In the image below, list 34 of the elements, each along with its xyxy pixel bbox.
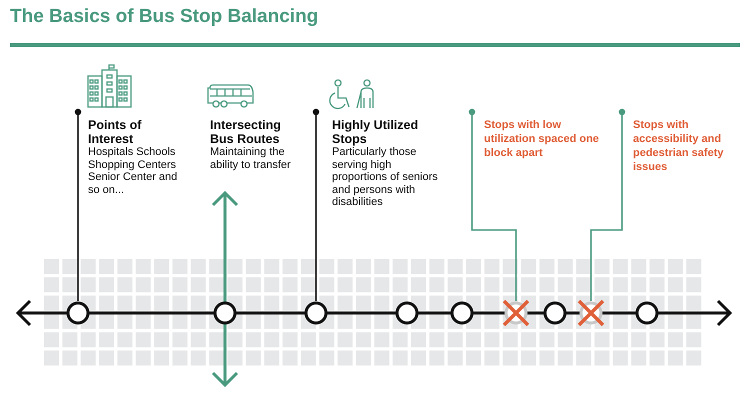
removed-stop-marker	[502, 299, 530, 327]
callout-text: Stops with accessibility and pedestrian safety issues	[633, 118, 725, 174]
arrow	[212, 324, 238, 386]
route-line	[418, 312, 451, 314]
description: Maintaining the ability to transfer	[210, 146, 292, 171]
route-line	[566, 312, 580, 314]
removed-stop-marker	[577, 299, 605, 327]
route-line	[602, 312, 636, 314]
leader-line	[312, 108, 320, 301]
leader-line	[74, 108, 82, 301]
stop-circle	[214, 302, 236, 324]
title: The Basics of Bus Stop Balancing	[10, 6, 318, 28]
heading: Points of Interest	[88, 118, 142, 146]
route-line	[473, 312, 505, 314]
arrow	[658, 300, 732, 326]
description: Particularly those serving high proportions of seniors and persons with disabilities	[332, 146, 439, 208]
route-line	[527, 312, 544, 314]
route-line	[327, 312, 396, 314]
route-line	[89, 312, 214, 314]
stop-circle	[450, 302, 474, 324]
leader-line	[590, 108, 626, 301]
leader-line	[468, 108, 517, 301]
stop-circle	[636, 302, 658, 324]
arrow	[212, 192, 238, 302]
stop-circle	[304, 302, 328, 324]
heading: Intersecting Bus Routes	[210, 118, 282, 146]
callout-text: Stops with low utilization spaced one block apart	[484, 118, 612, 160]
stop-circle	[544, 302, 566, 324]
stop-circle	[396, 302, 418, 324]
description: Hospitals Schools Shopping Centers Senior Center and so on...	[88, 146, 178, 196]
heading: Highly Utilized Stops	[332, 118, 420, 146]
route-line	[236, 312, 305, 314]
stop-circle	[66, 302, 90, 324]
arrow	[16, 300, 67, 326]
